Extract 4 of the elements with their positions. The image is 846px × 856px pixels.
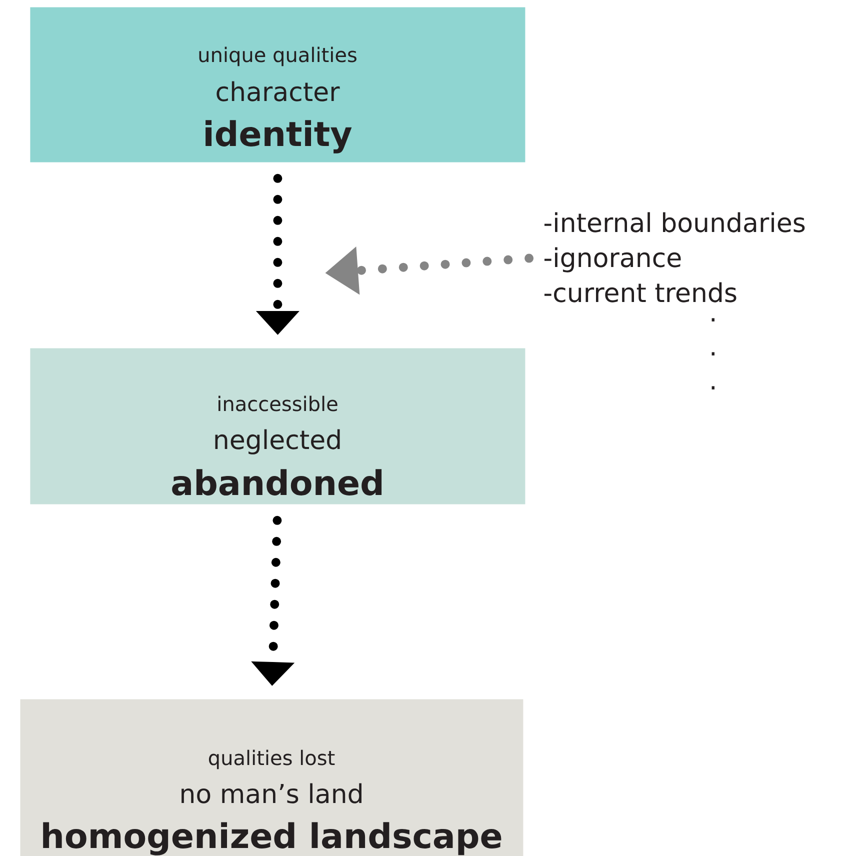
process-box: qualities lost no man’s land homogenized landscape	[20, 699, 524, 856]
process-box: inaccessible neglected abandoned	[30, 348, 526, 504]
text-list: -internal boundaries -ignorance -current trends . . .	[544, 212, 805, 390]
process-box: unique qualities character identity	[30, 7, 526, 162]
